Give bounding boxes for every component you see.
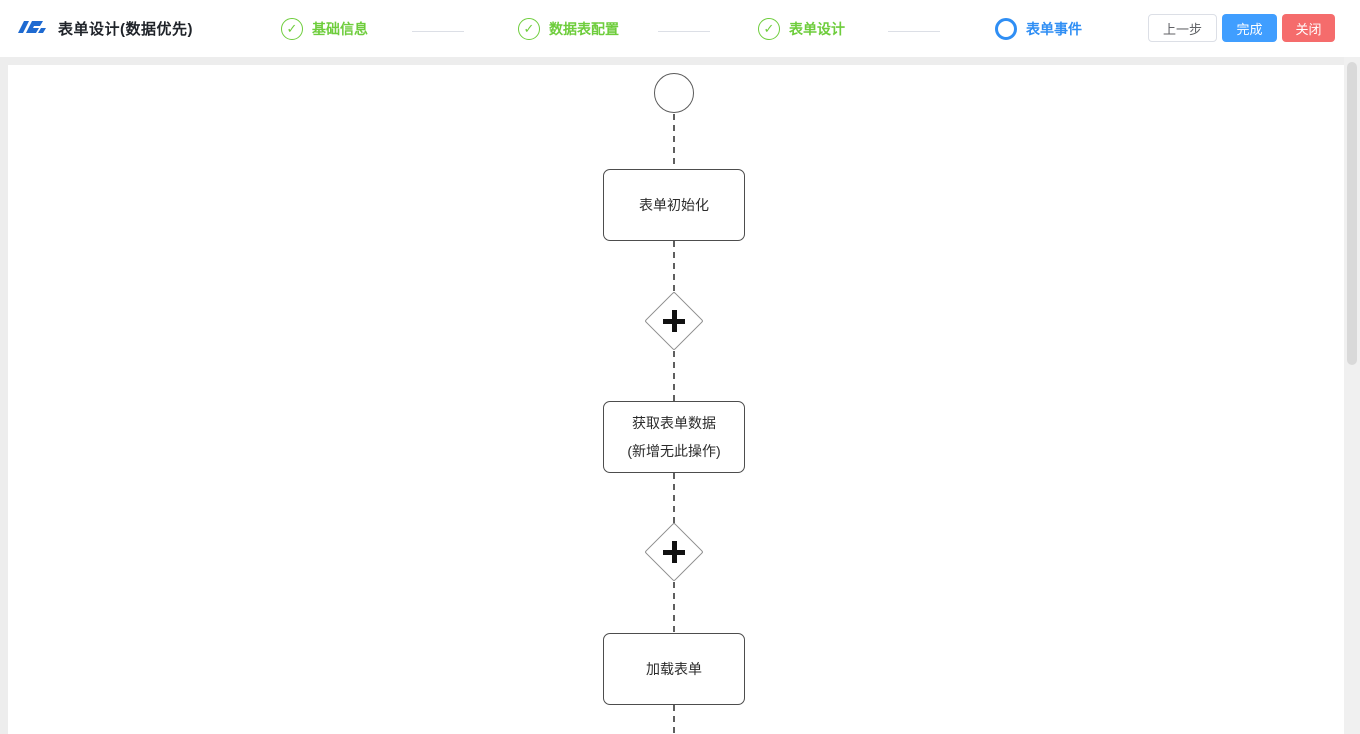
- task-node-form-init[interactable]: 表单初始化: [603, 169, 745, 241]
- step-label: 表单设计: [789, 20, 845, 37]
- header-bar: 表单设计(数据优先) ✓ 基础信息 ✓ 数据表配置 ✓ 表单设计 表单事件 上一…: [0, 0, 1360, 57]
- step-check-icon: ✓: [758, 17, 780, 40]
- task-node-load-form[interactable]: 加载表单: [603, 633, 745, 705]
- step-label: 基础信息: [312, 20, 368, 37]
- step-active-circle-icon: [995, 17, 1017, 40]
- task-label-line2: (新增无此操作): [627, 443, 721, 459]
- step-datatable-config[interactable]: ✓ 数据表配置: [518, 0, 619, 57]
- flow-connector: [673, 705, 675, 734]
- step-form-design[interactable]: ✓ 表单设计: [758, 0, 845, 57]
- task-label: 表单初始化: [639, 197, 709, 213]
- app-logo-icon: [18, 21, 46, 33]
- step-check-icon: ✓: [281, 17, 303, 40]
- page-title: 表单设计(数据优先): [58, 21, 193, 38]
- plus-icon: [644, 291, 704, 351]
- start-event-node[interactable]: [654, 73, 694, 113]
- flow-connector: [673, 114, 675, 169]
- task-label: 加载表单: [646, 661, 702, 677]
- step-separator: [658, 31, 710, 32]
- task-label-line1: 获取表单数据: [632, 415, 716, 431]
- step-label: 数据表配置: [549, 20, 619, 37]
- step-separator: [412, 31, 464, 32]
- step-basic-info[interactable]: ✓ 基础信息: [281, 0, 368, 57]
- task-node-get-form-data[interactable]: 获取表单数据 (新增无此操作): [603, 401, 745, 473]
- step-label: 表单事件: [1026, 20, 1082, 37]
- step-separator: [888, 31, 940, 32]
- flow-connector: [673, 473, 675, 523]
- gateway-node[interactable]: [644, 522, 704, 582]
- vertical-scrollbar-track[interactable]: [1344, 57, 1360, 734]
- flow-connector: [673, 241, 675, 292]
- close-button[interactable]: 关闭: [1282, 14, 1335, 42]
- finish-button[interactable]: 完成: [1222, 14, 1277, 42]
- previous-step-button[interactable]: 上一步: [1148, 14, 1217, 42]
- gateway-node[interactable]: [644, 291, 704, 351]
- step-form-events[interactable]: 表单事件: [995, 0, 1082, 57]
- vertical-scrollbar-thumb[interactable]: [1347, 62, 1357, 365]
- plus-icon: [644, 522, 704, 582]
- flow-connector: [673, 582, 675, 633]
- flow-connector: [673, 351, 675, 401]
- step-check-icon: ✓: [518, 17, 540, 40]
